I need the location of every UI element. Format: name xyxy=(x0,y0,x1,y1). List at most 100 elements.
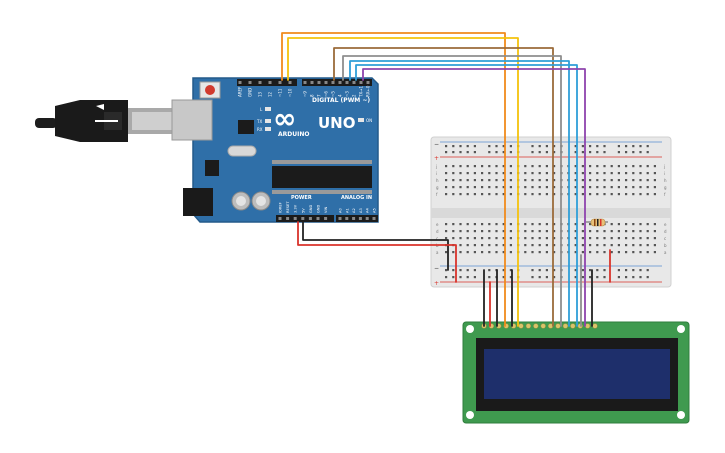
arduino-pin-hole xyxy=(238,81,242,84)
breadboard-hole xyxy=(639,244,642,247)
power-pin-hole xyxy=(286,217,290,220)
arduino-pin-hole xyxy=(338,81,342,84)
breadboard-hole xyxy=(574,237,577,240)
breadboard-hole xyxy=(445,165,448,168)
breadboard-hole xyxy=(481,223,484,226)
breadboard-hole xyxy=(473,251,476,254)
analog-pin-label: A4 xyxy=(366,208,370,213)
breadboard-hole xyxy=(502,244,505,247)
breadboard-hole xyxy=(459,172,462,175)
breadboard-hole xyxy=(639,165,642,168)
breadboard-hole xyxy=(524,165,527,168)
analog-pin-label: A2 xyxy=(352,208,356,213)
lcd-pin xyxy=(562,323,569,329)
breadboard-hole xyxy=(553,223,556,226)
breadboard-hole xyxy=(445,145,448,148)
breadboard-hole xyxy=(553,172,556,175)
breadboard-hole xyxy=(610,251,613,254)
breadboard-hole xyxy=(603,186,606,189)
breadboard-hole xyxy=(617,237,620,240)
breadboard-hole xyxy=(639,172,642,175)
breadboard-hole xyxy=(639,230,642,233)
breadboard-hole xyxy=(466,276,469,279)
breadboard-hole xyxy=(445,186,448,189)
power-pin-hole xyxy=(293,217,297,220)
analog-pin-hole xyxy=(345,217,349,220)
l-led xyxy=(265,107,271,111)
breadboard-hole xyxy=(459,145,462,148)
wire-black-gnd xyxy=(302,221,449,271)
breadboard-hole xyxy=(466,223,469,226)
breadboard-hole xyxy=(473,237,476,240)
arduino-pin-label: ~6 xyxy=(324,91,329,97)
lcd-module xyxy=(462,321,690,424)
arduino-pin-label: TX→1 xyxy=(359,85,364,98)
wire-blue-1 xyxy=(349,60,570,327)
rx-led-label: RX xyxy=(257,127,263,132)
breadboard-hole xyxy=(545,276,548,279)
breadboard-hole xyxy=(495,230,498,233)
l-led-label: L xyxy=(260,107,263,112)
breadboard-hole xyxy=(596,186,599,189)
breadboard-hole xyxy=(502,151,505,154)
breadboard-hole xyxy=(531,179,534,182)
breadboard-hole xyxy=(452,165,455,168)
breadboard-hole xyxy=(545,186,548,189)
arduino-pin-label: 2 xyxy=(352,94,357,97)
breadboard-hole xyxy=(502,223,505,226)
breadboard-hole xyxy=(538,151,541,154)
breadboard-hole xyxy=(603,151,606,154)
breadboard-row-label: g xyxy=(664,185,667,190)
breadboard-hole xyxy=(531,269,534,272)
rail-plus-top: + xyxy=(434,155,439,162)
breadboard-hole xyxy=(653,186,656,189)
breadboard-hole xyxy=(495,237,498,240)
breadboard-hole xyxy=(531,186,534,189)
breadboard-hole xyxy=(481,165,484,168)
breadboard-hole xyxy=(639,186,642,189)
breadboard-hole xyxy=(531,230,534,233)
breadboard-hole xyxy=(581,145,584,148)
breadboard-hole xyxy=(495,165,498,168)
breadboard-hole xyxy=(538,179,541,182)
breadboard-hole xyxy=(445,237,448,240)
power-jack xyxy=(183,188,213,216)
breadboard-hole xyxy=(603,193,606,196)
breadboard-hole xyxy=(625,193,628,196)
breadboard-hole xyxy=(459,186,462,189)
breadboard-hole xyxy=(538,172,541,175)
breadboard-hole xyxy=(632,237,635,240)
on-led xyxy=(358,118,364,122)
breadboard-hole xyxy=(488,145,491,148)
breadboard-hole xyxy=(589,223,592,226)
breadboard-hole xyxy=(481,230,484,233)
breadboard-hole xyxy=(574,230,577,233)
breadboard-hole xyxy=(459,151,462,154)
breadboard-hole xyxy=(452,179,455,182)
breadboard-hole xyxy=(538,230,541,233)
breadboard-hole xyxy=(574,193,577,196)
breadboard-hole xyxy=(459,251,462,254)
breadboard-hole xyxy=(545,244,548,247)
breadboard-hole xyxy=(545,251,548,254)
breadboard-hole xyxy=(589,237,592,240)
arduino-model: UNO xyxy=(318,114,356,132)
breadboard-hole xyxy=(459,179,462,182)
breadboard-hole xyxy=(589,151,592,154)
breadboard-hole xyxy=(632,244,635,247)
breadboard-hole xyxy=(495,251,498,254)
breadboard-hole xyxy=(574,223,577,226)
breadboard-hole xyxy=(553,276,556,279)
breadboard-hole xyxy=(625,165,628,168)
breadboard-hole xyxy=(502,230,505,233)
breadboard-hole xyxy=(495,223,498,226)
breadboard-hole xyxy=(596,179,599,182)
breadboard-hole xyxy=(553,230,556,233)
breadboard-hole xyxy=(632,145,635,148)
breadboard-hole xyxy=(625,237,628,240)
usb-b-jack xyxy=(171,99,213,141)
arduino-pin-label: 12 xyxy=(268,91,273,97)
breadboard-hole xyxy=(646,269,649,272)
